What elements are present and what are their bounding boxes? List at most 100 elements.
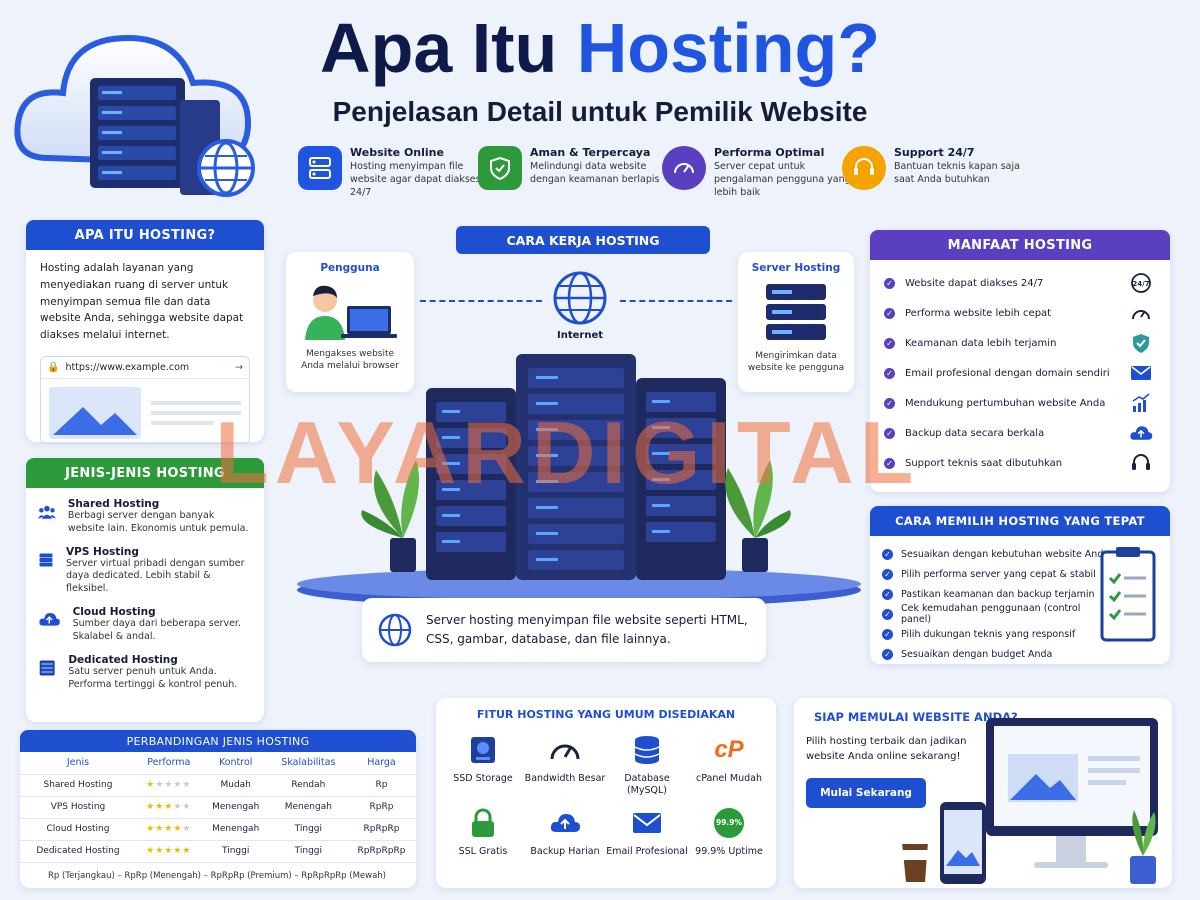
star-rating: ★★★★★ xyxy=(135,840,202,863)
cell-jenis: Dedicated Hosting xyxy=(20,840,136,863)
feature-desc: Server cepat untuk pengalaman pengguna y… xyxy=(714,161,851,198)
headset-icon xyxy=(842,146,886,190)
internet-node: Internet xyxy=(550,270,610,350)
mail-icon xyxy=(1128,362,1154,384)
check-icon: ✓ xyxy=(884,277,895,289)
watermark: LAYARDIGITAL xyxy=(215,403,920,502)
mulai-sekarang-button[interactable]: Mulai Sekarang xyxy=(806,778,926,808)
cloud-upload-icon xyxy=(1128,423,1154,443)
check-icon: ✓ xyxy=(884,457,895,469)
cta-text: Pilih hosting terbaik dan jadikan websit… xyxy=(806,736,967,762)
check-icon: ✓ xyxy=(884,307,895,319)
item-title: Dedicated Hosting xyxy=(68,653,178,666)
feature-label: SSL Gratis xyxy=(458,845,508,857)
title-part-1: Apa Itu xyxy=(320,9,577,87)
fitur-card: FITUR HOSTING YANG UMUM DISEDIAKAN SSD S… xyxy=(436,698,776,888)
server-caption: Server hosting menyimpan file website se… xyxy=(426,612,748,646)
check-icon: ✓ xyxy=(882,628,893,640)
manfaat-text: Mendukung pertumbuhan website Anda xyxy=(905,397,1106,409)
table-row: Cloud Hosting ★★★★★ Menengah Tinggi RpRp… xyxy=(20,818,416,841)
list-item: ✓Backup data secara berkala xyxy=(884,418,1154,448)
list-item: ✓ Pilih dukungan teknis yang responsif xyxy=(882,624,1110,644)
page-title: Apa Itu Hosting? xyxy=(0,8,1200,88)
feature-label: Backup Harian xyxy=(530,845,600,857)
column-header: Harga xyxy=(346,752,416,775)
memilih-list: ✓Sesuaikan dengan kebutuhan website Anda… xyxy=(870,536,1110,664)
list-item: ✓Pilih performa server yang cepat & stab… xyxy=(882,564,1110,584)
cell-jenis: VPS Hosting xyxy=(20,796,136,819)
shield-check-icon xyxy=(1128,332,1154,354)
list-item: ✓Sesuaikan dengan kebutuhan website Anda xyxy=(882,544,1110,564)
server-desc: Mengirimkan data website ke pengguna xyxy=(747,351,845,374)
server-icon xyxy=(766,284,826,340)
cell-skalabilitas: Menengah xyxy=(269,796,347,819)
cell-skalabilitas: Tinggi xyxy=(269,840,347,863)
cell-kontrol: Menengah xyxy=(201,818,270,841)
item-title: Shared Hosting xyxy=(67,498,160,510)
cara-kerja-header: CARA KERJA HOSTING xyxy=(456,226,710,254)
column-header: Jenis xyxy=(20,752,136,775)
list-item: ✓Sesuaikan dengan budget Anda xyxy=(882,644,1110,664)
feature-label: cPanel Mudah xyxy=(696,773,762,784)
shield-icon xyxy=(478,146,522,190)
feature-title: Website Online xyxy=(350,146,444,159)
star-rating: ★★★★★ xyxy=(135,774,202,797)
feature-database: Database (MySQL) xyxy=(606,733,688,798)
list-item: ✓Email profesional dengan domain sendiri xyxy=(884,358,1154,388)
feature-email: Email Profesional xyxy=(606,806,688,858)
devices-illustration xyxy=(900,718,1158,884)
table-row: Dedicated Hosting ★★★★★ Tinggi Tinggi Rp… xyxy=(20,840,416,863)
arrow-right-icon: → xyxy=(235,361,243,373)
feature-label: Email Profesional xyxy=(606,845,688,857)
card-header: APA ITU HOSTING? xyxy=(26,220,264,250)
cpanel-icon: cP xyxy=(714,736,744,763)
table-footnote: Rp (Terjangkau) – RpRp (Menengah) – RpRp… xyxy=(48,870,386,881)
user-laptop-icon xyxy=(305,285,397,340)
item-desc: Satu server penuh untuk Anda. Performa t… xyxy=(68,665,238,690)
card-header: FITUR HOSTING YANG UMUM DISEDIAKAN xyxy=(476,708,736,721)
ssd-icon xyxy=(471,737,495,763)
internet-label: Internet xyxy=(556,330,603,341)
column-header: Performa xyxy=(135,752,202,775)
feature-desc: Hosting menyimpan file website agar dapa… xyxy=(350,161,481,198)
mail-icon xyxy=(633,812,661,833)
headset-icon xyxy=(1128,452,1154,474)
feature-uptime: 99.9% 99.9% Uptime xyxy=(688,806,770,858)
memilih-text: Pilih performa server yang cepat & stabi… xyxy=(901,568,1096,580)
browser-url: https://www.example.com xyxy=(65,361,190,373)
check-icon: ✓ xyxy=(882,608,893,620)
feature-bandwidth: Bandwidth Besar xyxy=(524,733,606,798)
feature-label: 99.9% Uptime xyxy=(695,845,763,857)
feature-backup: Backup Harian xyxy=(524,806,606,858)
dedicated-server-icon xyxy=(39,660,55,676)
card-header: MANFAAT HOSTING xyxy=(870,230,1170,260)
feature-ssl: SSL Gratis xyxy=(442,806,524,858)
column-header: Kontrol xyxy=(201,752,270,775)
cell-skalabilitas: Rendah xyxy=(269,774,347,797)
cta-header: SIAP MEMULAI WEBSITE ANDA? xyxy=(814,710,1018,724)
check-icon: ✓ xyxy=(884,367,895,379)
database-icon xyxy=(634,736,660,764)
memilih-text: Pilih dukungan teknis yang responsif xyxy=(901,628,1076,640)
server-caption-card: Server hosting menyimpan file website se… xyxy=(362,598,766,662)
item-desc: Berbagi server dengan banyak website lai… xyxy=(67,510,249,534)
memilih-text: Cek kemudahan penggunaan (control panel) xyxy=(901,603,1081,625)
star-rating: ★★★★★ xyxy=(135,796,202,819)
server-icon xyxy=(298,146,342,190)
checklist-clipboard-icon xyxy=(1100,547,1156,642)
feature-ssd-storage: SSD Storage xyxy=(442,733,524,798)
memilih-text: Sesuaikan dengan kebutuhan website Anda xyxy=(901,548,1110,560)
manfaat-text: Keamanan data lebih terjamin xyxy=(905,337,1057,349)
feature-desc: Melindungi data website dengan keamanan … xyxy=(530,161,660,185)
item-title: Cloud Hosting xyxy=(72,606,156,619)
feature-desc: Bantuan teknis kapan saja saat Anda butu… xyxy=(894,161,1020,185)
lock-icon: 🔒 xyxy=(47,361,60,373)
uptime-badge-icon: 99.9% xyxy=(714,807,744,838)
manfaat-text: Performa website lebih cepat xyxy=(905,307,1052,319)
clock-24-icon: 24/7 xyxy=(1128,272,1154,294)
